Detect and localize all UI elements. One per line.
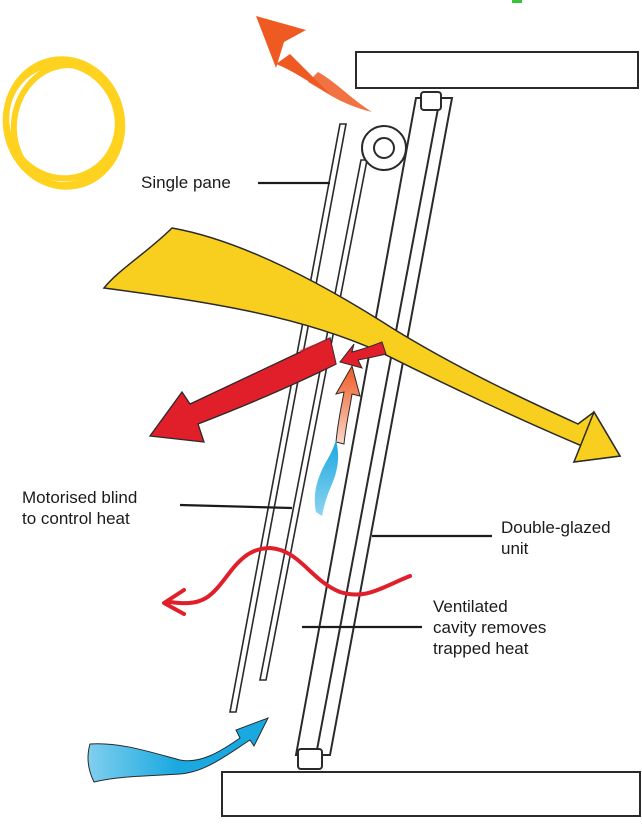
rising-warm-air-arrow [334,364,361,445]
sunlight-beam [102,227,622,463]
floor-slab [221,771,641,817]
small-heat-arrow [339,341,387,369]
reflected-heat-arrow [148,337,337,443]
radiant-heat-wave [162,545,412,616]
leader-lines [179,181,492,629]
cool-air-plume [314,440,339,516]
ceiling-slab [355,51,639,89]
single-pane-glass [229,123,347,713]
exhaust-arrow [256,16,372,112]
label-motorised-blind: Motorised blind to control heat [22,488,138,528]
label-double-glazed: Double-glazed unit [501,518,611,558]
label-single-pane: Single pane [141,173,231,192]
label-ventilated-cavity: Ventilated cavity removes trapped heat [433,597,547,658]
sun-icon [2,56,126,190]
blind-roller [361,125,407,171]
leader-blind [179,503,293,510]
fresh-air-arrow [87,717,270,783]
green-mark [512,0,522,3]
double-glazed-unit [294,91,454,770]
